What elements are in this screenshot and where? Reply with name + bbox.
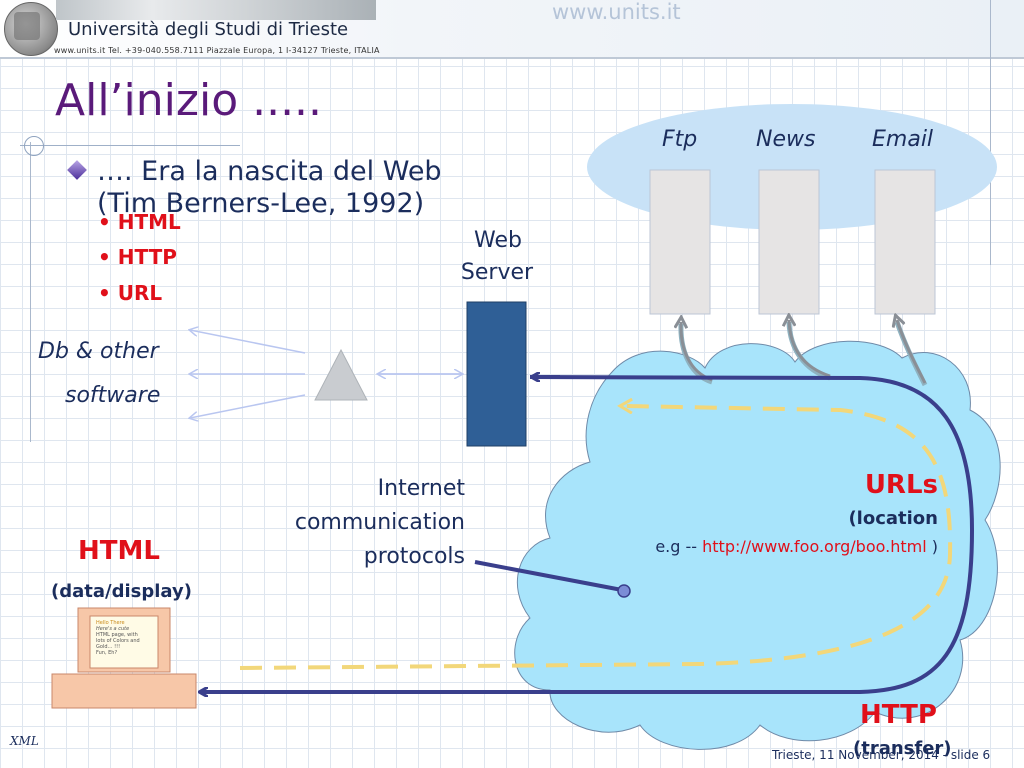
web-server-label-line2: Server bbox=[460, 260, 534, 285]
http-subtitle: (transfer) bbox=[853, 738, 952, 759]
screen-line: Here's a cute bbox=[96, 626, 130, 632]
computer-screen bbox=[89, 615, 159, 669]
internet-label-line3: protocols bbox=[363, 544, 465, 569]
news-box bbox=[758, 169, 820, 315]
db-triangle bbox=[314, 348, 368, 401]
internet-label-line1: Internet bbox=[377, 476, 465, 501]
urls-example-suffix: ) bbox=[926, 537, 938, 556]
db-arrow-bottom bbox=[190, 394, 306, 418]
main-bullet: …. Era la nascita del Web (Tim Berners-L… bbox=[97, 156, 442, 220]
sub-bullet-html: • HTML bbox=[98, 210, 181, 234]
urls-title: URLs bbox=[864, 470, 938, 500]
web-server-label-line1: Web bbox=[474, 228, 522, 253]
internet-label-line2: communication bbox=[294, 510, 465, 535]
website-watermark: www.units.it bbox=[552, 0, 681, 24]
right-rule bbox=[990, 0, 991, 265]
screen-content: Hello There Here's a cute HTML page, wit… bbox=[96, 620, 140, 656]
sub-bullet-url: • URL bbox=[98, 281, 163, 305]
http-transfer-loop bbox=[200, 375, 975, 692]
computer-base bbox=[51, 673, 197, 709]
db-arrow-top bbox=[190, 330, 306, 354]
email-box bbox=[874, 169, 936, 315]
university-name: Università degli Studi di Trieste bbox=[68, 19, 349, 40]
main-bullet-line1: …. Era la nascita del Web bbox=[97, 156, 442, 187]
sub-bullet-http: • HTTP bbox=[98, 245, 177, 269]
news-link-arrow bbox=[789, 320, 831, 378]
university-address: www.units.it Tel. +39-040.558.7111 Piazz… bbox=[54, 46, 380, 55]
screen-line: lots of Colors and bbox=[96, 638, 140, 644]
service-label-ftp: Ftp bbox=[662, 127, 698, 152]
db-label-line2: software bbox=[65, 383, 161, 408]
header-photo bbox=[56, 0, 376, 20]
slide-title: All’inizio ..... bbox=[55, 75, 323, 126]
http-title: HTTP bbox=[860, 700, 937, 730]
urls-example: e.g -- http://www.foo.org/boo.html ) bbox=[560, 537, 938, 556]
request-dashed-loop bbox=[239, 406, 953, 670]
title-rule bbox=[20, 145, 240, 146]
footer-left-label: XML bbox=[10, 734, 39, 748]
left-rule bbox=[30, 142, 31, 442]
urls-example-prefix: e.g -- bbox=[655, 537, 698, 556]
title-ring-icon bbox=[24, 136, 44, 156]
screen-line: HTML page, with bbox=[96, 632, 138, 638]
university-seal-icon bbox=[4, 2, 58, 56]
web-server-box bbox=[466, 301, 527, 447]
urls-example-link[interactable]: http://www.foo.org/boo.html bbox=[702, 537, 927, 556]
protocols-pointer-line bbox=[474, 560, 623, 592]
main-bullet-line2: (Tim Berners-Lee, 1992) bbox=[97, 188, 425, 219]
html-title: HTML bbox=[78, 536, 160, 566]
html-subtitle: (data/display) bbox=[51, 581, 192, 602]
screen-line: Hello There bbox=[96, 620, 125, 626]
screen-line: Fun, Eh? bbox=[96, 650, 118, 656]
email-link-arrow bbox=[897, 320, 927, 384]
screen-line: Gold… !!! bbox=[96, 644, 121, 650]
seal-emblem-icon bbox=[14, 12, 40, 40]
header-divider bbox=[0, 57, 1024, 59]
urls-subtitle: (location bbox=[848, 508, 938, 529]
footer-slide-info: Trieste, 11 November, 2014 - slide 6 bbox=[772, 748, 991, 762]
db-label-line1: Db & other bbox=[38, 339, 159, 364]
service-label-news: News bbox=[756, 127, 816, 152]
protocols-pointer-dot bbox=[617, 584, 631, 598]
service-label-email: Email bbox=[872, 127, 934, 152]
ftp-box bbox=[649, 169, 711, 315]
